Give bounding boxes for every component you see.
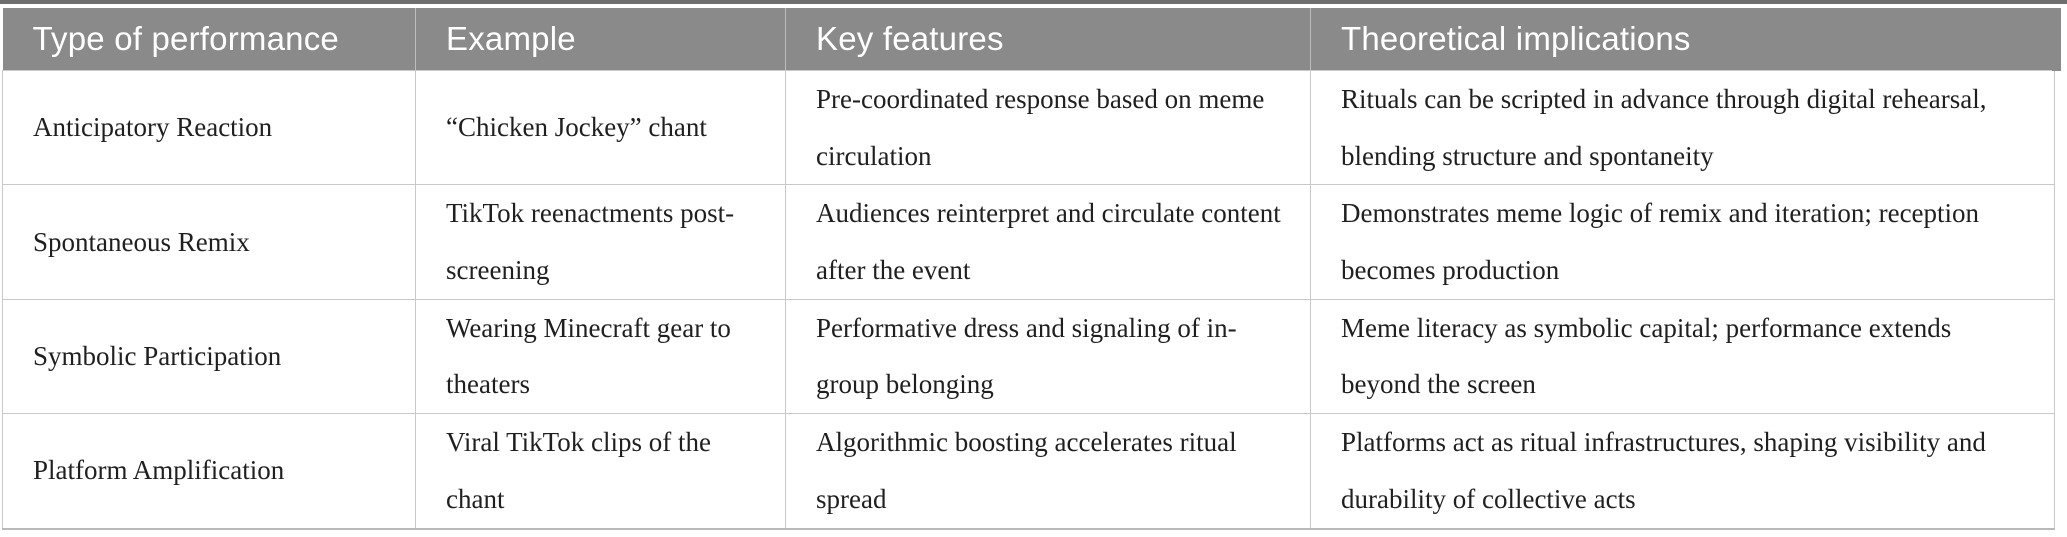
header-bar-extension: [2052, 8, 2061, 71]
cell-key-features: Audiences reinterpret and circulate cont…: [785, 184, 1311, 300]
cell-example: Wearing Minecraft gear to theaters: [415, 298, 786, 415]
cell-theoretical-implications: Demonstrates meme logic of remix and ite…: [1310, 184, 2055, 300]
table-row: Anticipatory Reaction “Chicken Jockey” c…: [2, 69, 2055, 186]
top-rule-divider: [0, 0, 2067, 4]
performance-table: Type of performance Example Key features…: [2, 8, 2055, 530]
header-row: Type of performance Example Key features…: [2, 8, 2055, 71]
cell-type: Platform Amplification: [2, 413, 416, 530]
cell-theoretical-implications: Platforms act as ritual infrastructures,…: [1310, 413, 2055, 530]
cell-theoretical-implications: Rituals can be scripted in advance throu…: [1310, 69, 2055, 186]
cell-theoretical-implications: Meme literacy as symbolic capital; perfo…: [1310, 298, 2055, 415]
cell-example: “Chicken Jockey” chant: [415, 69, 786, 186]
cell-key-features: Algorithmic boosting accelerates ritual …: [785, 413, 1311, 530]
col-header-type-of-performance: Type of performance: [2, 8, 416, 71]
cell-type: Symbolic Participation: [2, 298, 416, 415]
table-row: Symbolic Participation Wearing Minecraft…: [2, 298, 2055, 415]
cell-type: Anticipatory Reaction: [2, 69, 416, 186]
cell-example: TikTok reenactments post-screening: [415, 184, 786, 300]
cell-type: Spontaneous Remix: [2, 184, 416, 300]
cell-key-features: Performative dress and signaling of in-g…: [785, 298, 1311, 415]
table-row: Spontaneous Remix TikTok reenactments po…: [2, 184, 2055, 300]
table-row: Platform Amplification Viral TikTok clip…: [2, 413, 2055, 530]
col-header-theoretical-implications: Theoretical implications: [1310, 8, 2055, 71]
cell-example: Viral TikTok clips of the chant: [415, 413, 786, 530]
col-header-key-features: Key features: [785, 8, 1311, 71]
cell-key-features: Pre-coordinated response based on meme c…: [785, 69, 1311, 186]
col-header-example: Example: [415, 8, 786, 71]
